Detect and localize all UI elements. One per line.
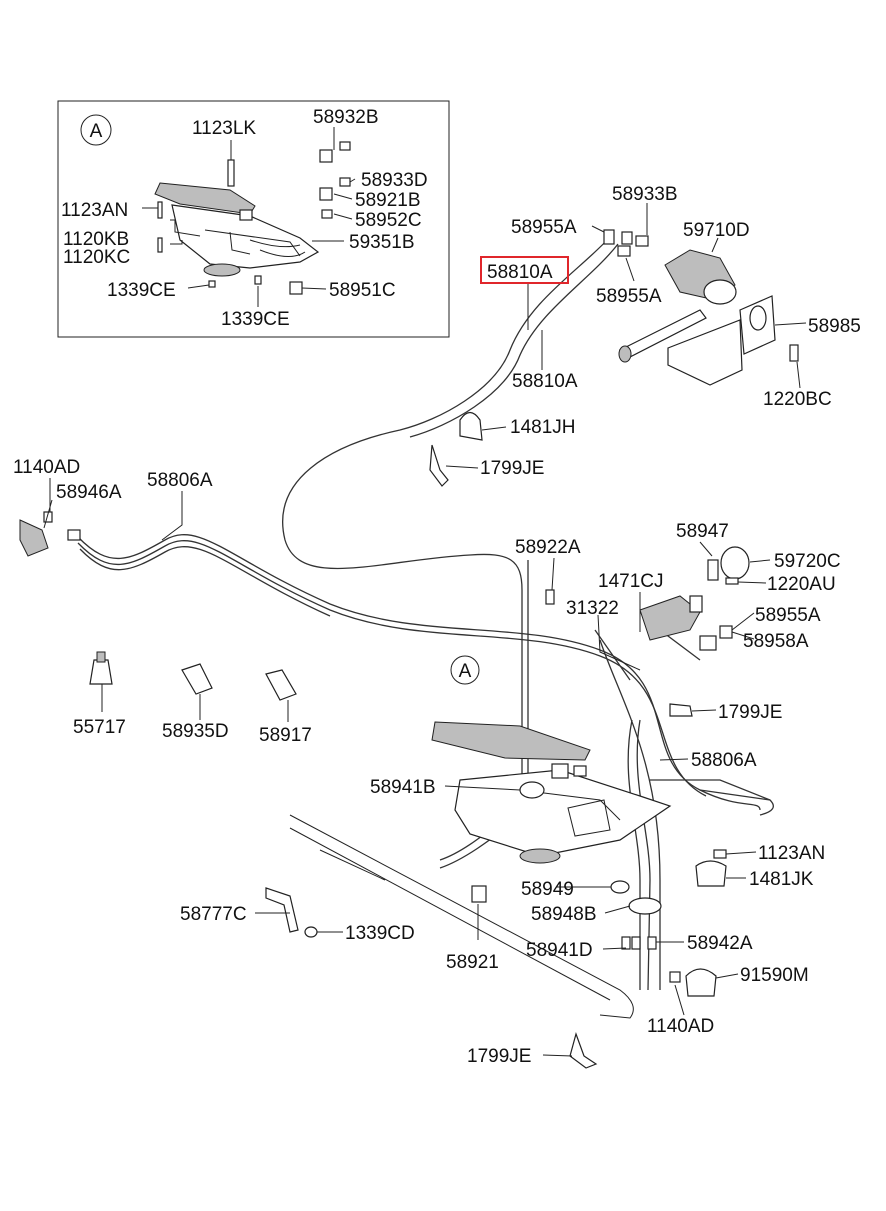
label-1799JE-a: 1799JE: [480, 458, 544, 479]
label-58922A: 58922A: [515, 537, 581, 558]
label-1220BC: 1220BC: [763, 389, 832, 410]
pedal-assembly-inset: [154, 141, 351, 295]
label-inset-59351B: 59351B: [349, 232, 415, 253]
inset-callout-letter: A: [90, 121, 103, 142]
label-58806A-a: 58806A: [147, 470, 213, 491]
label-58942A: 58942A: [687, 933, 753, 954]
label-59720C: 59720C: [774, 551, 841, 572]
label-inset-58952C: 58952C: [355, 210, 422, 231]
highlight-box-58810A: [480, 256, 569, 284]
label-58985: 58985: [808, 316, 861, 337]
label-1220AU: 1220AU: [767, 574, 836, 595]
label-inset-1120KB: 1120KB: [63, 229, 129, 250]
main-callout-letter: A: [459, 661, 472, 682]
label-55717: 55717: [73, 717, 126, 738]
label-inset-1339CE-b: 1339CE: [221, 309, 290, 330]
label-58955A-b: 58955A: [596, 286, 662, 307]
label-1471CJ: 1471CJ: [598, 571, 664, 592]
label-58955A-c: 58955A: [755, 605, 821, 626]
label-1799JE-b: 1799JE: [718, 702, 782, 723]
label-58949: 58949: [521, 879, 574, 900]
label-58955A-top: 58955A: [511, 217, 577, 238]
label-58917: 58917: [259, 725, 312, 746]
inset-detail-a: A: [57, 100, 450, 338]
label-1339CD: 1339CD: [345, 923, 415, 944]
label-58946A: 58946A: [56, 482, 122, 503]
part-labels: 1123LK 58932B 58933D 1123AN 58921B 58952…: [13, 107, 861, 1067]
label-58921: 58921: [446, 952, 499, 973]
cable-routing: [77, 236, 774, 1019]
label-58806A-b: 58806A: [691, 750, 757, 771]
label-1140AD-b: 1140AD: [647, 1016, 714, 1037]
label-91590M: 91590M: [740, 965, 809, 986]
label-59710D: 59710D: [683, 220, 750, 241]
label-inset-1120KC: 1120KC: [63, 247, 130, 268]
label-1123AN: 1123AN: [758, 843, 825, 864]
components: [19, 229, 799, 1069]
leader-lines: A: [43, 203, 807, 1057]
label-inset-1123AN: 1123AN: [61, 200, 128, 221]
label-58941B: 58941B: [370, 777, 436, 798]
label-58777C: 58777C: [180, 904, 247, 925]
label-inset-1339CE-a: 1339CE: [107, 280, 176, 301]
label-inset-58933D: 58933D: [361, 170, 428, 191]
label-58941D: 58941D: [526, 940, 593, 961]
label-58947: 58947: [676, 521, 729, 542]
pedal-assembly-main: [431, 721, 672, 864]
label-58810A-highlighted: 58810A: [487, 262, 553, 283]
label-58958A: 58958A: [743, 631, 809, 652]
label-31322: 31322: [566, 598, 619, 619]
label-58933B: 58933B: [612, 184, 678, 205]
label-1481JK: 1481JK: [749, 869, 814, 890]
label-inset-1123LK: 1123LK: [192, 118, 256, 139]
label-58935D: 58935D: [162, 721, 229, 742]
label-58810A: 58810A: [512, 371, 578, 392]
label-inset-58921B: 58921B: [355, 190, 421, 211]
label-1799JE-c: 1799JE: [467, 1046, 531, 1067]
label-1140AD-a: 1140AD: [13, 457, 80, 478]
label-inset-58932B: 58932B: [313, 107, 379, 128]
label-inset-58951C: 58951C: [329, 280, 396, 301]
label-58948B: 58948B: [531, 904, 597, 925]
label-1481JH: 1481JH: [510, 417, 576, 438]
